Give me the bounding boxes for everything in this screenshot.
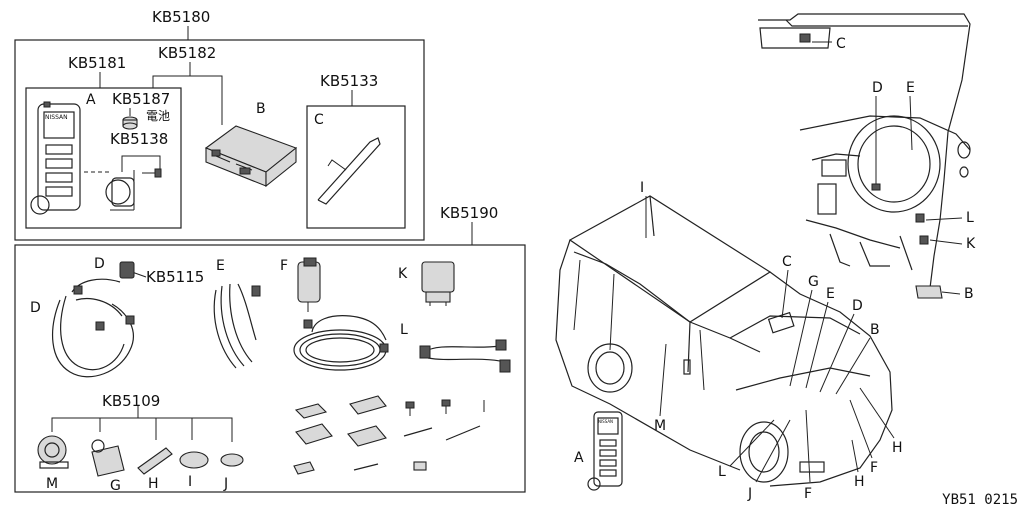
leader-f-van-right	[849, 399, 873, 459]
letter-j-box: J	[223, 476, 228, 492]
cabin-harness	[915, 179, 945, 299]
leader-h-van-lower	[851, 439, 859, 473]
holder-screw	[142, 168, 162, 178]
box-kb5190	[14, 244, 526, 493]
bracket-m	[37, 435, 69, 469]
bracket-i	[179, 451, 209, 469]
letter-l-box: L	[400, 322, 408, 338]
leader-d-van	[819, 313, 855, 393]
letter-k-cabin: K	[966, 236, 976, 252]
dashboard-interior	[799, 115, 971, 271]
leader-h-van-right	[859, 387, 895, 439]
letter-l-van: L	[718, 464, 726, 480]
harness-d	[51, 278, 135, 378]
letter-f-van: F	[804, 486, 812, 502]
leader-b-van	[835, 337, 871, 395]
leader-g-van	[789, 289, 813, 387]
leader-e-cabin	[909, 95, 913, 151]
label-battery-jp: 電池	[146, 109, 170, 123]
letter-g-van: G	[808, 274, 819, 290]
letter-g-box: G	[110, 478, 121, 494]
clips-screws	[293, 399, 485, 475]
letter-c-van: C	[782, 254, 792, 270]
letter-e-van: E	[826, 286, 835, 302]
antenna-film	[317, 137, 381, 205]
letter-f-van-right: F	[870, 460, 878, 476]
leader-c-van	[781, 269, 789, 319]
leader-l-cabin	[925, 217, 963, 221]
letter-f-box: F	[280, 258, 288, 274]
box-kb5181	[25, 87, 182, 229]
leader-kb5109	[51, 417, 233, 442]
box-kb5133	[306, 105, 406, 229]
leader-e-van	[805, 301, 829, 389]
leader-kb5138	[121, 155, 161, 172]
adhesive-pads	[294, 395, 387, 447]
control-unit	[204, 125, 298, 188]
letter-h-box: H	[148, 476, 159, 492]
remote-holder	[105, 170, 135, 211]
letter-h-van-lower: H	[854, 474, 865, 490]
letter-d-switch: D	[94, 256, 105, 272]
box-kb5180	[14, 39, 425, 241]
leader-l-van	[729, 419, 775, 467]
label-kb5133: KB5133	[320, 72, 378, 90]
label-kb5109: KB5109	[102, 392, 160, 410]
letter-e-cabin: E	[906, 80, 915, 96]
leader-kb5182	[152, 75, 223, 125]
letter-c-box: C	[314, 112, 324, 128]
bracket-g	[91, 439, 125, 477]
letter-d-van: D	[852, 298, 863, 314]
letter-i-van: I	[640, 180, 644, 196]
letter-e-box: E	[216, 258, 225, 274]
van-illustration	[555, 195, 893, 487]
battery-cell	[122, 116, 138, 130]
letter-b-van: B	[870, 322, 880, 338]
harness-l	[419, 339, 511, 373]
letter-j-van: J	[747, 486, 752, 502]
remote-transmitter: NISSAN	[30, 101, 81, 215]
leader-m-van	[659, 343, 667, 417]
harness-e	[213, 283, 261, 369]
letter-b-box: B	[256, 101, 266, 117]
remote-logo: NISSAN	[45, 114, 68, 121]
relay-k	[421, 261, 455, 306]
reference-code: YB51 0215	[942, 492, 1018, 508]
bracket-h	[137, 447, 173, 475]
remote-small-logo: NISSAN	[598, 419, 613, 424]
label-kb5115: KB5115	[146, 268, 204, 286]
leader-b-cabin	[941, 291, 961, 295]
leader-f-van	[805, 409, 811, 483]
label-kb5180: KB5180	[152, 8, 210, 26]
letter-b-cabin: B	[964, 286, 974, 302]
letter-i-box: I	[188, 474, 192, 490]
switch-kb5115	[119, 261, 135, 279]
remote-small: NISSAN	[587, 411, 623, 491]
label-kb5182: KB5182	[158, 44, 216, 62]
letter-d-cabin: D	[872, 80, 883, 96]
connector-f	[297, 257, 321, 312]
leader-j-van	[755, 419, 791, 483]
letter-k-box: K	[398, 266, 408, 282]
letter-h-van-right: H	[892, 440, 903, 456]
label-kb5187: KB5187	[112, 90, 170, 108]
letter-d-harness: D	[30, 300, 41, 316]
letter-c-cabin: C	[836, 36, 846, 52]
bracket-j	[220, 453, 244, 467]
roof-antenna-wire	[758, 13, 971, 181]
letter-m-box: M	[46, 476, 58, 492]
letter-a-van: A	[574, 450, 584, 466]
letter-a-box: A	[86, 92, 96, 108]
harness-f-coil	[293, 315, 389, 371]
label-kb5190: KB5190	[440, 204, 498, 222]
letter-m-van: M	[654, 418, 666, 434]
label-kb5138: KB5138	[110, 130, 168, 148]
letter-l-cabin: L	[966, 210, 974, 226]
leader-k-cabin	[929, 239, 963, 245]
label-kb5181: KB5181	[68, 54, 126, 72]
